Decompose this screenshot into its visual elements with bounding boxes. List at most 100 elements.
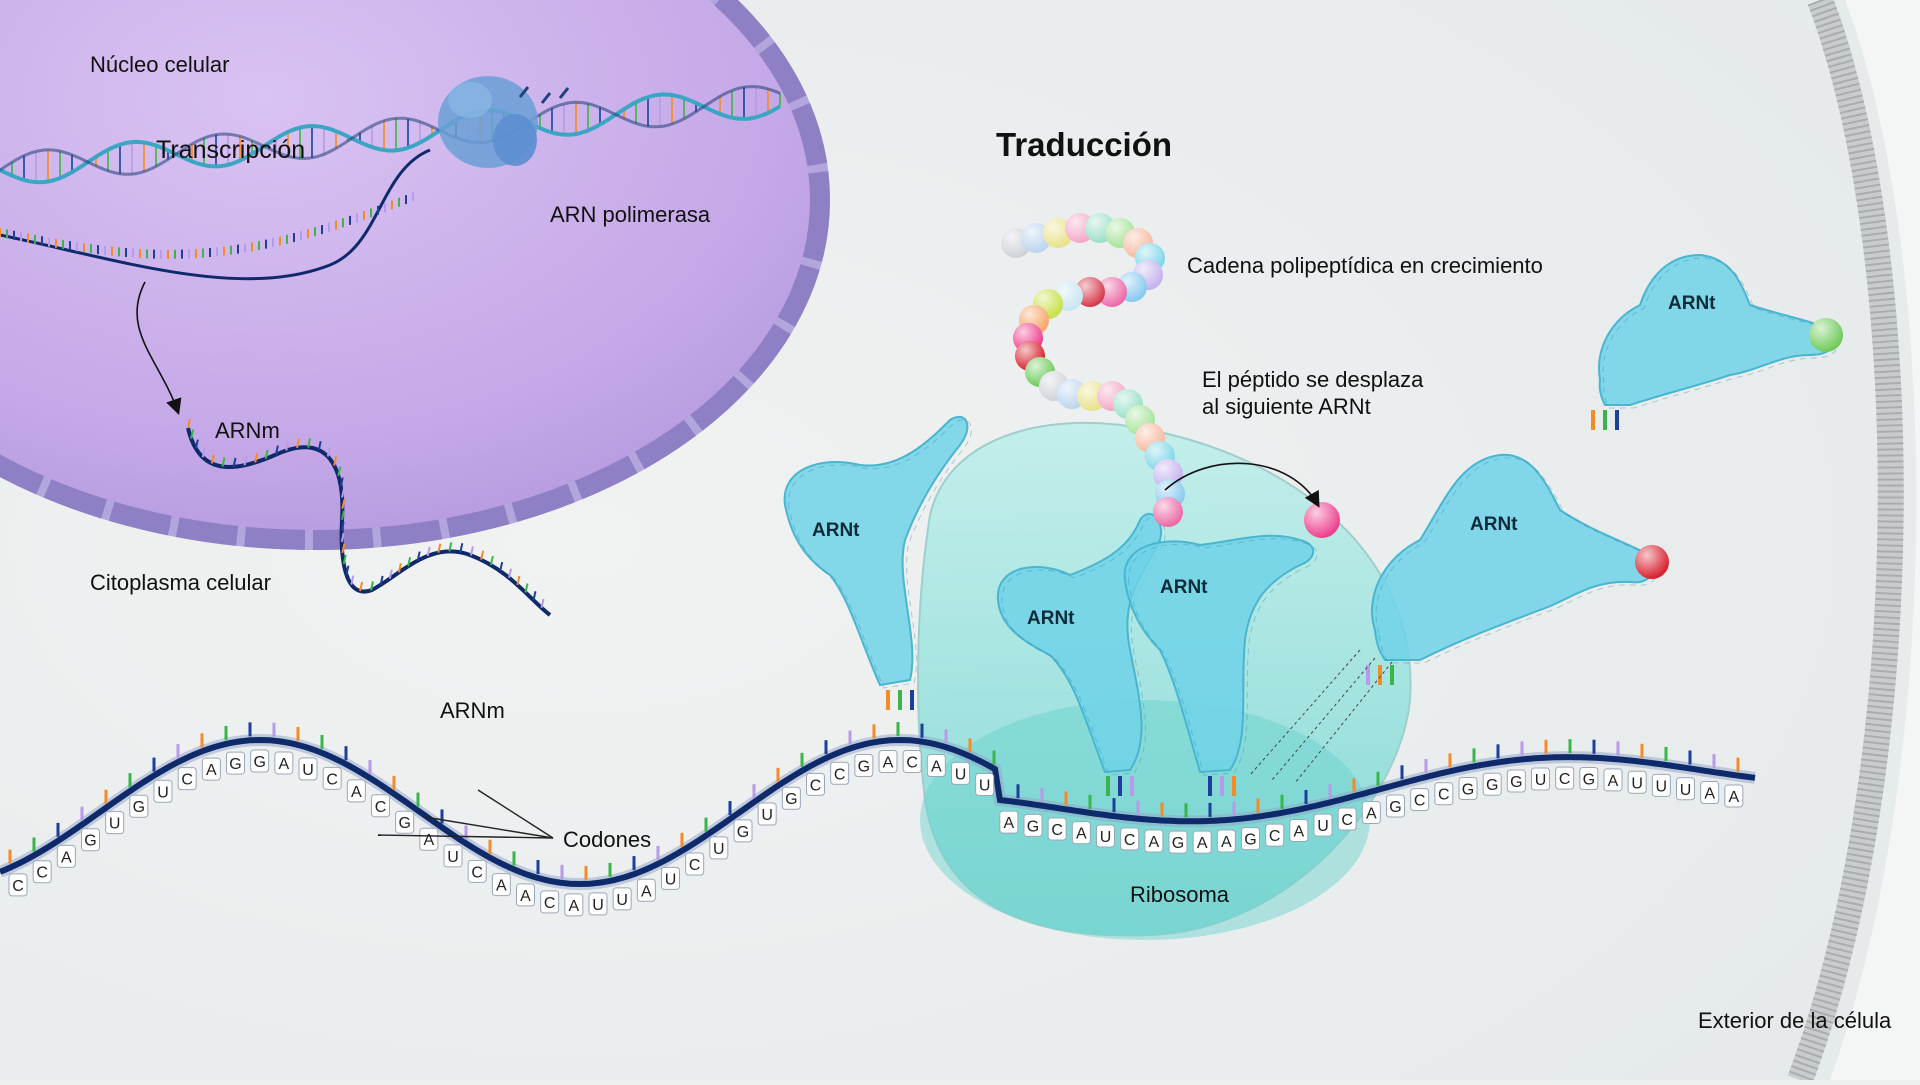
codon-letter-box <box>1265 823 1285 847</box>
trna-label-incoming: ARNt <box>1470 514 1518 535</box>
codon-letter: G <box>229 756 241 773</box>
codon-letter-box <box>81 828 100 852</box>
mrna-small-base <box>341 510 345 520</box>
trna-body <box>1123 534 1315 774</box>
codon-letter: C <box>12 878 24 895</box>
codon-letter-box <box>564 893 584 917</box>
peptide-moves-line-1: El péptido se desplaza <box>1202 367 1424 392</box>
codon-letter: G <box>1389 799 1401 816</box>
cell-nucleus <box>0 0 830 550</box>
mrna-small-base <box>397 563 402 573</box>
codon-letter: C <box>1414 793 1426 810</box>
codon-letter: A <box>1704 785 1715 802</box>
codon-letter: A <box>423 832 434 849</box>
codon-letter-box <box>999 810 1019 834</box>
codon-letter-box <box>661 866 680 890</box>
codon-letter-box <box>1579 767 1599 791</box>
amino-acid-highlight <box>1635 545 1669 579</box>
codon-letter: G <box>1510 774 1522 791</box>
mrna-small-base <box>341 499 346 509</box>
codon-letter: A <box>206 762 217 779</box>
template-strand <box>0 148 431 281</box>
codon-letter: A <box>931 759 942 776</box>
codon-letter: A <box>641 883 652 900</box>
mrna-small-base <box>243 456 248 466</box>
codon-letter: G <box>84 833 96 850</box>
codon-letter: A <box>1221 834 1232 851</box>
codon-letter-box <box>129 794 149 818</box>
trna-body <box>783 415 969 687</box>
codon-letter-box <box>1047 817 1067 841</box>
codon-letter-box <box>419 827 439 851</box>
codon-letter-box <box>1337 807 1357 831</box>
codon-letter: A <box>61 849 72 866</box>
mrna-small-base <box>448 542 453 552</box>
mrna-small-base <box>264 449 269 460</box>
trna-label-far-right: ARNt <box>1668 293 1716 314</box>
anticodon-guides <box>1249 649 1393 784</box>
mrna-small-base <box>201 448 206 458</box>
mrna-small-base <box>469 546 474 556</box>
codon-letter-box <box>274 751 294 775</box>
codon-letter-box <box>105 811 125 835</box>
codon-letter-box <box>1531 767 1550 791</box>
mrna-small-base <box>340 521 345 532</box>
codon-letter-box <box>1386 794 1405 818</box>
codon-letter-box <box>298 757 318 781</box>
codon-letter-box <box>1313 813 1333 837</box>
codon-letter: A <box>1366 806 1377 823</box>
codon-letter-box <box>588 892 608 916</box>
codon-letter: G <box>1462 781 1474 798</box>
codon-letter: U <box>761 807 773 824</box>
codon-letter: U <box>1631 775 1643 792</box>
codon-letter-box <box>153 779 173 803</box>
codon-letter-box <box>1289 819 1309 843</box>
codon-letter: U <box>302 762 314 779</box>
rna-polymerase-label: ARN polimerasa <box>550 202 711 227</box>
mrna-small-base <box>480 550 485 560</box>
codon-letter: U <box>1317 818 1329 835</box>
codon-letter-box <box>902 750 922 774</box>
codon-letter-box <box>443 844 463 868</box>
codon-letter: C <box>471 864 483 881</box>
codon-letter: C <box>36 865 48 882</box>
mrna-small-base <box>359 581 364 592</box>
codon-letter: U <box>713 841 725 858</box>
mrna-small-base <box>317 440 322 451</box>
mrna-small-base <box>194 439 199 449</box>
codon-letter-box <box>1023 813 1043 837</box>
codon-letter: C <box>906 755 918 772</box>
codon-letter: C <box>1341 812 1353 829</box>
mrna-small-base <box>379 575 384 586</box>
codon-letter: U <box>1100 829 1112 846</box>
amino-acid-highlight <box>1809 318 1843 352</box>
codon-letter: C <box>326 771 338 788</box>
cytoplasm-label: Citoplasma celular <box>90 570 271 595</box>
mrna-small-base <box>187 418 191 429</box>
codon-letter-box <box>1071 821 1091 845</box>
codon-letter-box <box>781 786 801 810</box>
codon-letter-box <box>806 772 825 796</box>
mrna-small-base <box>524 583 529 593</box>
codon-letter: A <box>1148 834 1159 851</box>
codon-letter-box <box>1724 784 1744 808</box>
mrna-small-base <box>370 581 374 591</box>
amino-acid-highlight <box>1097 277 1127 307</box>
codon-letter-box <box>685 852 705 876</box>
codon-letter-box <box>226 751 245 775</box>
codon-letter-box <box>926 754 946 778</box>
growing-chain-label: Cadena polipeptídica en crecimiento <box>1187 253 1543 278</box>
peptide-transfer-arrow <box>1164 462 1320 508</box>
mrna-small-base <box>540 598 545 609</box>
dna-double-helix <box>0 84 782 281</box>
mrna-small-base <box>341 543 346 554</box>
codon-letter: C <box>834 766 846 783</box>
codon-letter-box <box>854 753 874 777</box>
codon-letter: C <box>1269 828 1281 845</box>
mrna-small-base <box>532 591 537 601</box>
codon-letter-box <box>1482 772 1502 796</box>
trna-texture <box>1375 457 1659 664</box>
codon-letter: U <box>109 816 121 833</box>
codon-letter-box <box>1651 773 1671 797</box>
